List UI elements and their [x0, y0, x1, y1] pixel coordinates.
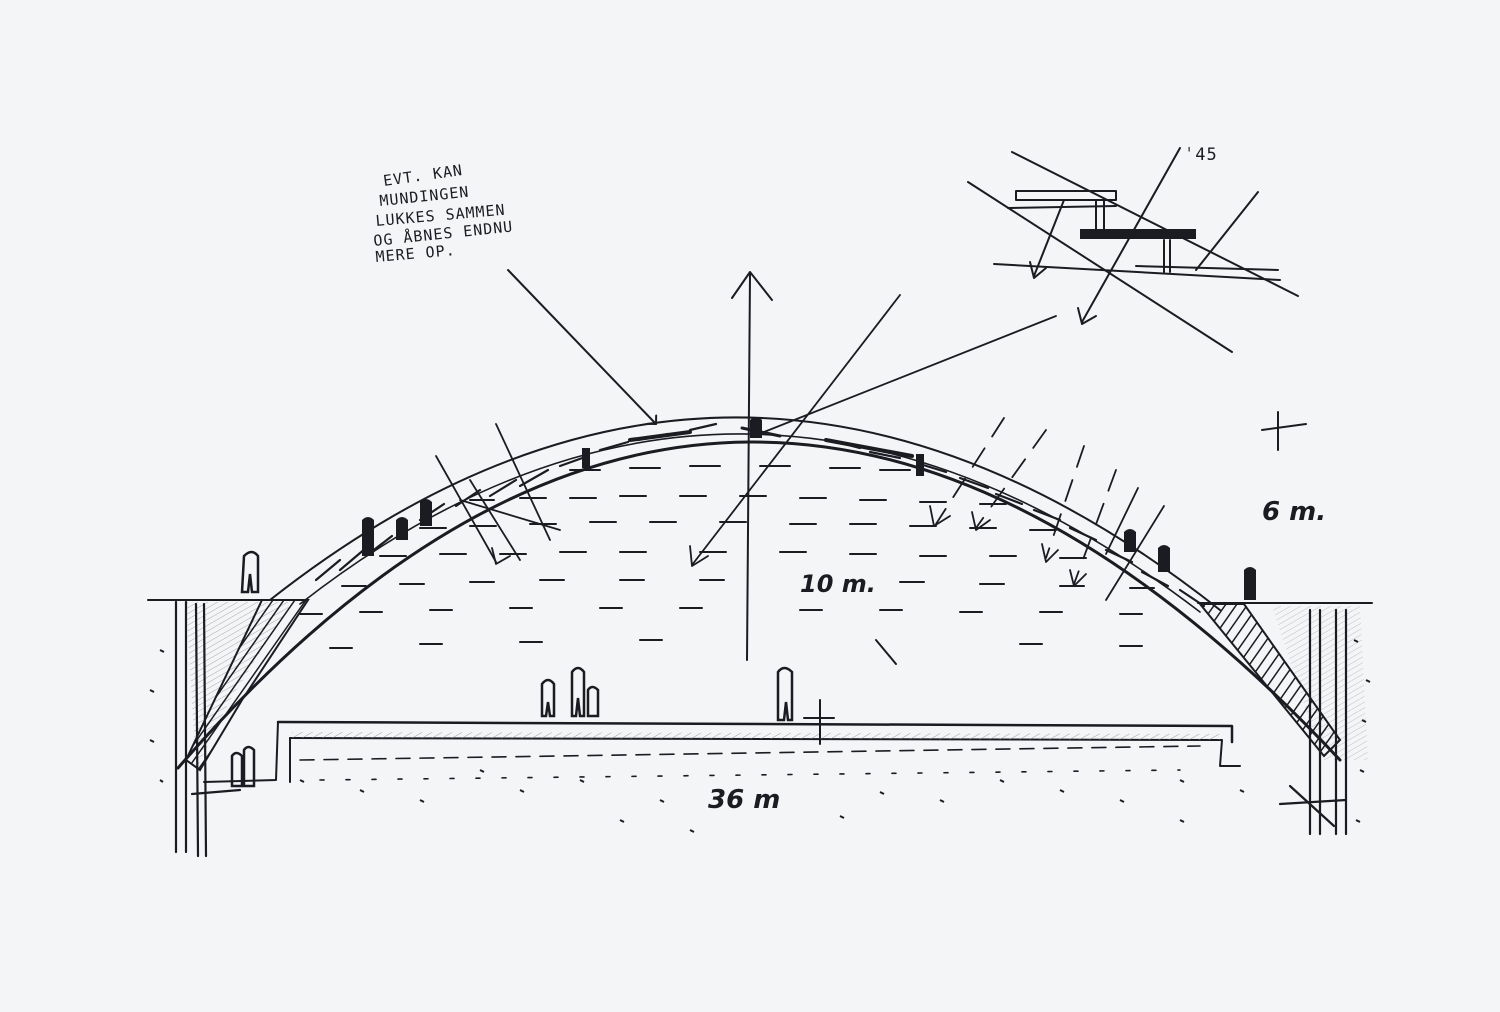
dome-shell	[176, 416, 1342, 772]
abutment-right	[1197, 603, 1342, 758]
retaining-walls	[174, 600, 1348, 858]
crown-tick	[875, 639, 897, 665]
span-label: 36 m	[708, 785, 780, 815]
louver-blade	[1080, 229, 1196, 239]
handwritten-note: EVT. KAN MUNDINGEN LUKKES SAMMEN OG ÅBNE…	[372, 161, 514, 266]
human-figures	[230, 417, 1256, 788]
outer-height-label: 6 m.	[1262, 497, 1326, 527]
figure-ground-left	[240, 550, 260, 594]
louver-detail-sketch: ˈ45	[967, 145, 1299, 353]
abutment-left	[184, 599, 310, 772]
floor-slab	[203, 699, 1241, 783]
note-leader-arrow	[507, 269, 658, 425]
detail-angle-label: ˈ45	[1184, 145, 1218, 165]
interior-light-dashes	[299, 465, 1155, 649]
light-rays	[435, 294, 1165, 601]
earth-texture-dots	[149, 639, 1371, 833]
interior-height-label: 10 m.	[800, 570, 876, 598]
vertical-axis-arrow	[731, 271, 773, 661]
height-dimension-marker	[1261, 411, 1307, 451]
